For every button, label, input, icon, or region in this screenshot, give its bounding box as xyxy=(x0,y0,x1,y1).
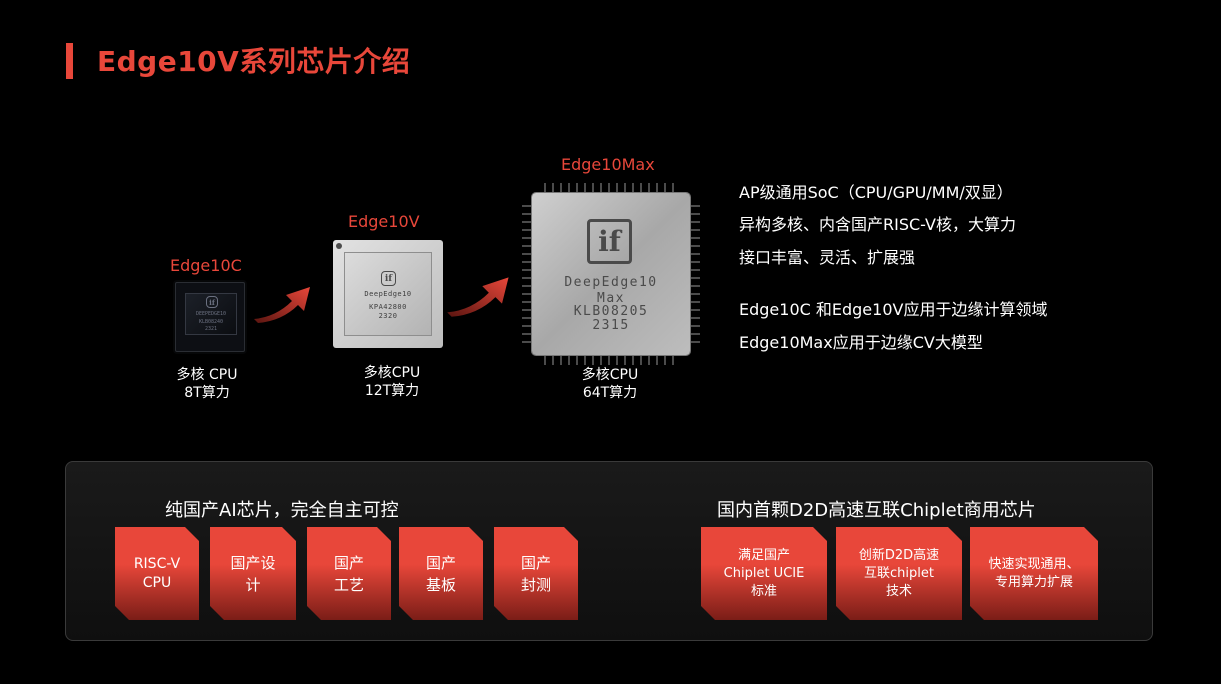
tile-line: 创新D2D高速 xyxy=(858,547,940,563)
tile-line: 满足国产 xyxy=(737,547,790,563)
chip-desc-edge10v: 多核CPU 12T算力 xyxy=(352,364,432,400)
tile-line: 基板 xyxy=(425,575,456,594)
chip-marking: KLB08240 xyxy=(198,319,224,325)
tile-line: 封测 xyxy=(520,575,551,594)
chip-marking: Max xyxy=(597,291,625,306)
feature-tile: 创新D2D高速互联chiplet 技术 xyxy=(836,527,962,620)
feature-tile: 国产设计 xyxy=(210,527,296,620)
chip-desc-line: 12T算力 xyxy=(364,383,420,399)
chip-desc-line: 多核CPU xyxy=(363,365,421,381)
chip-pins xyxy=(544,183,678,193)
panel-heading-right: 国内首颗D2D高速互联Chiplet商用芯片 xyxy=(717,500,1036,521)
chip-name-edge10v: Edge10V xyxy=(348,212,420,231)
chip-logo: if xyxy=(206,296,218,308)
chip-desc-line: 8T算力 xyxy=(184,385,230,401)
feature-tile: 快速实现通用、专用算力扩展 xyxy=(970,527,1098,620)
arrow-right-icon xyxy=(254,287,310,323)
chip-image-edge10v: if DeepEdge10 KPA42800 2320 xyxy=(333,240,443,348)
chip-marking: 2320 xyxy=(378,312,398,320)
panel-heading-left: 纯国产AI芯片，完全自主可控 xyxy=(165,500,399,521)
chip-marking: DeepEdge10 xyxy=(564,275,658,290)
tile-line: 技术 xyxy=(885,583,912,599)
tile-line: 国产 xyxy=(333,553,364,572)
chip-marking: DeepEdge10 xyxy=(364,290,412,298)
tile-line: 标准 xyxy=(750,583,777,599)
tile-line: 专用算力扩展 xyxy=(994,574,1073,590)
tile-line: 国产 xyxy=(425,553,456,572)
title-accent-bar xyxy=(66,43,73,79)
chip-desc-line: 64T算力 xyxy=(582,385,638,401)
feature-tile: RISC-V CPU xyxy=(115,527,199,620)
tile-line: 工艺 xyxy=(333,575,364,594)
tile-line: 快速实现通用、 xyxy=(988,556,1080,572)
chip-desc-line: 多核 CPU xyxy=(176,367,238,383)
chip-marking: KLB08205 xyxy=(573,304,649,319)
chip-die: if DeepEdge10 KPA42800 2320 xyxy=(344,252,432,336)
chip-pin-marker xyxy=(336,243,342,249)
feature-text: 异构多核、内含国产RISC-V核，大算力 xyxy=(739,215,1016,234)
chip-pins xyxy=(522,205,532,343)
chip-desc-edge10c: 多核 CPU 8T算力 xyxy=(170,366,244,402)
chip-pins xyxy=(690,205,700,343)
arrow-right-icon xyxy=(447,277,509,317)
tile-line: 计 xyxy=(245,575,261,594)
feature-tile: 国产封测 xyxy=(494,527,578,620)
chip-desc-line: 多核CPU xyxy=(581,367,639,383)
tile-line: 国产设 xyxy=(230,553,276,572)
tile-line: RISC-V xyxy=(133,555,181,572)
tile-line: 互联chiplet xyxy=(864,565,934,581)
feature-text: 接口丰富、灵活、扩展强 xyxy=(739,248,916,267)
chip-logo: if xyxy=(381,271,396,286)
chip-marking: 2321 xyxy=(204,326,218,332)
feature-tile: 国产基板 xyxy=(399,527,483,620)
chip-image-edge10max: if DeepEdge10 Max KLB08205 2315 xyxy=(532,193,690,355)
feature-text: Edge10C 和Edge10V应用于边缘计算领域 xyxy=(739,300,1048,319)
page-title: Edge10V系列芯片介绍 xyxy=(97,45,411,78)
feature-text: Edge10Max应用于边缘CV大模型 xyxy=(739,333,983,352)
chip-die: if DEEPEDGE10 KLB08240 2321 xyxy=(185,293,237,335)
feature-tile: 满足国产 Chiplet UCIE 标准 xyxy=(701,527,827,620)
chip-desc-edge10max: 多核CPU 64T算力 xyxy=(570,366,650,402)
chip-marking: 2315 xyxy=(592,318,630,333)
chip-pins xyxy=(544,355,678,365)
chip-marking: KPA42800 xyxy=(369,303,407,311)
chip-logo: if xyxy=(587,219,632,264)
tile-line: CPU xyxy=(142,574,172,591)
feature-text: AP级通用SoC（CPU/GPU/MM/双显） xyxy=(739,183,1013,202)
chip-image-edge10c: if DEEPEDGE10 KLB08240 2321 xyxy=(175,282,245,352)
chip-name-edge10max: Edge10Max xyxy=(561,155,655,174)
chip-marking: DEEPEDGE10 xyxy=(195,311,227,317)
chip-name-edge10c: Edge10C xyxy=(170,256,242,275)
tile-line: Chiplet UCIE xyxy=(723,565,805,581)
tile-line: 国产 xyxy=(520,553,551,572)
feature-tile: 国产工艺 xyxy=(307,527,391,620)
